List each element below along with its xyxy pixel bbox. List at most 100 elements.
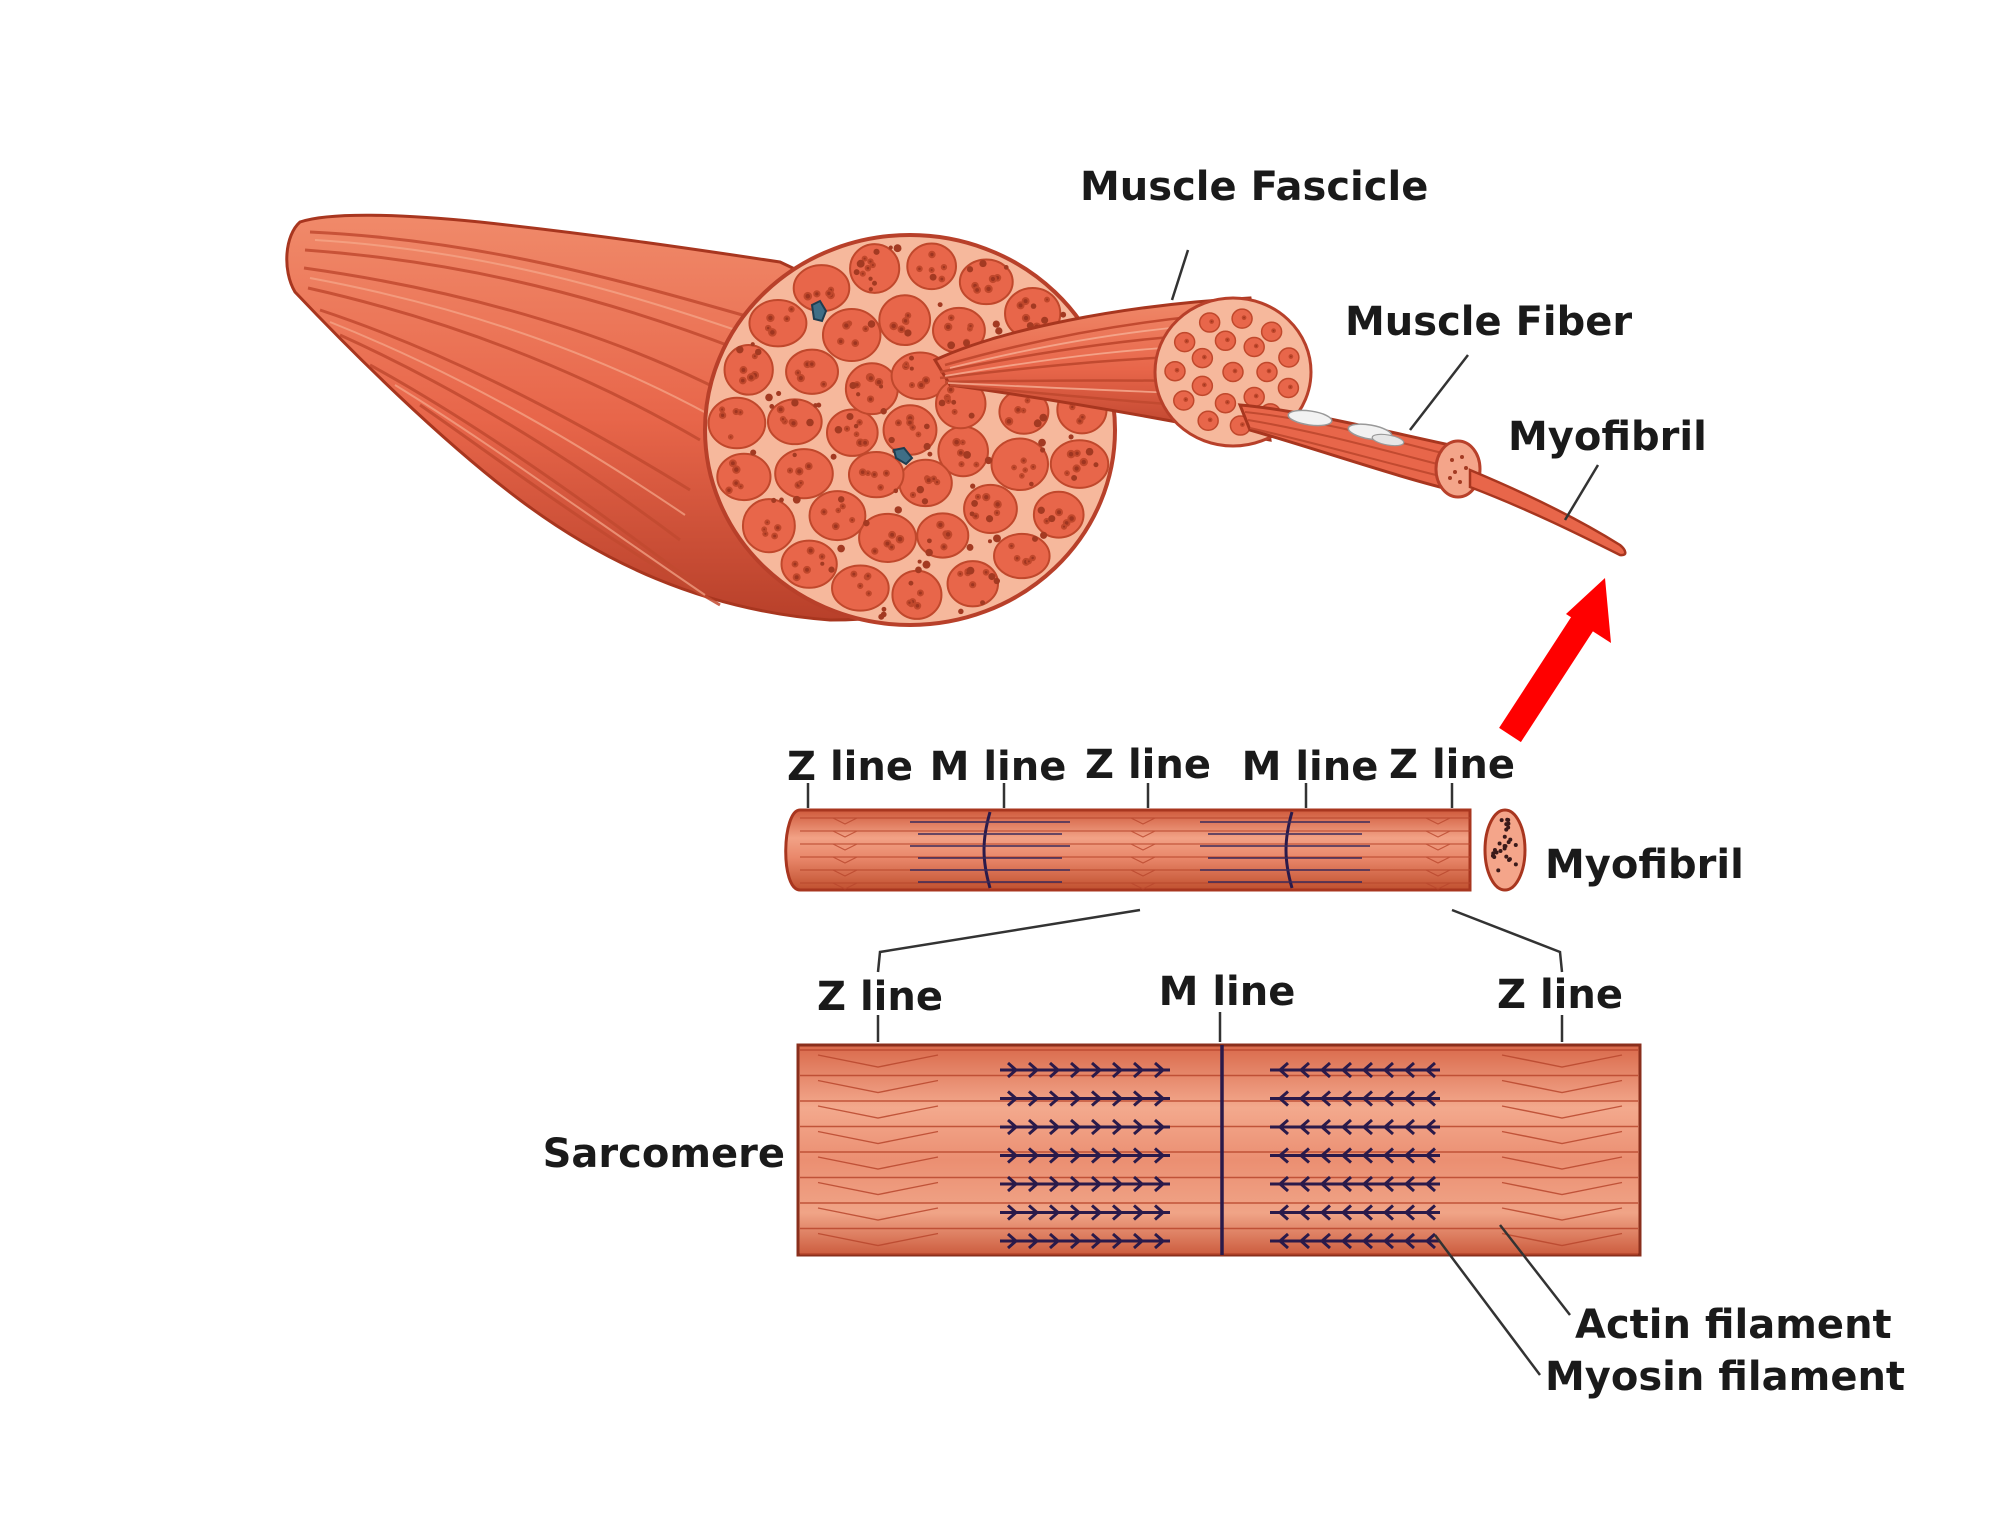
fiber-dot <box>1232 368 1238 374</box>
fiber-dot <box>866 395 875 403</box>
label-sarcomere-m-line: M line <box>1159 969 1296 1015</box>
z-disc-chevron <box>832 882 858 890</box>
myosin-head <box>1340 1090 1352 1107</box>
myosin-head <box>1133 1232 1145 1250</box>
label-myofibril-m-line-1: M line <box>930 744 1067 790</box>
fiber-dot <box>1044 296 1050 303</box>
fiber-dot <box>1021 313 1031 323</box>
myosin-head <box>1112 1204 1124 1221</box>
tissue-dot <box>922 560 931 569</box>
end-dot <box>1507 858 1512 863</box>
label-myofibril-m-line-2: M line <box>1242 744 1379 790</box>
fiber-dot <box>813 290 821 298</box>
myosin-head <box>1112 1147 1124 1164</box>
myofibril-inner-lines <box>800 817 1470 890</box>
tissue-dot <box>1041 316 1049 324</box>
fiber-dot <box>1004 417 1014 426</box>
fiber-dot <box>856 419 863 426</box>
tissue-dot <box>853 269 860 276</box>
fiber-dot <box>993 509 1001 517</box>
fiber-dot <box>1174 367 1180 373</box>
tissue-dot <box>1068 434 1074 440</box>
z-disc-chevron <box>832 843 858 851</box>
fiber-dot <box>1209 319 1215 324</box>
z-disc-chevron <box>1425 843 1451 851</box>
tissue-dot <box>834 425 843 434</box>
myosin-head <box>1070 1090 1082 1107</box>
myosin-head <box>1361 1118 1373 1136</box>
myosin-head <box>1340 1204 1352 1221</box>
fiber-dot <box>909 424 916 431</box>
fiber-dot <box>1008 542 1015 550</box>
myosin-head <box>1382 1147 1394 1164</box>
fiber-dot <box>861 255 868 262</box>
fascicle-bundle <box>1049 439 1110 489</box>
tissue-dot <box>915 566 922 574</box>
fiber-dot <box>857 582 864 589</box>
end-dot <box>1498 849 1503 854</box>
tissue-dot <box>849 382 857 390</box>
z-disc-chevron <box>1130 830 1156 838</box>
myosin-head <box>1091 1175 1103 1193</box>
fiber-dot <box>766 313 775 323</box>
fiber-dot <box>768 328 777 337</box>
fiber-dot <box>803 565 811 574</box>
fiber-dot <box>943 322 953 332</box>
tissue-dot <box>927 451 933 457</box>
tissue-dot <box>894 506 902 514</box>
fiber-dot <box>1240 422 1245 427</box>
fiber-dot <box>943 530 953 539</box>
fiber-dot <box>973 461 980 468</box>
tissue-dot <box>881 606 887 612</box>
fiber-dot <box>738 376 747 385</box>
fiber-dot <box>974 493 982 500</box>
fiber-dot <box>797 479 804 486</box>
myosin-head <box>1049 1147 1061 1164</box>
tissue-dot <box>878 613 885 620</box>
fiber-dot <box>1069 403 1076 411</box>
tissue-dot <box>867 320 876 328</box>
fiber-dot <box>1202 354 1207 360</box>
tissue-dot <box>925 548 933 557</box>
z-disc-chevron <box>1501 1156 1623 1170</box>
tissue-dot <box>868 287 873 292</box>
fiber-dot <box>794 369 802 376</box>
tissue-dot <box>979 259 987 268</box>
label-myofibril-z-line-2: Z line <box>1085 742 1211 788</box>
tissue-dot <box>1040 531 1048 539</box>
tissue-dot <box>904 329 912 337</box>
z-disc-chevron <box>832 830 858 838</box>
tissue-dot <box>909 366 914 371</box>
fiber-dot <box>936 520 945 530</box>
fiber-dot <box>916 589 924 597</box>
end-dot <box>1513 862 1518 867</box>
z-disc-chevron <box>1130 817 1156 825</box>
fiber-dot <box>1184 338 1190 344</box>
fiber-dot <box>761 526 768 533</box>
fiber-dot <box>746 373 756 382</box>
fiber-dot <box>958 461 965 468</box>
tissue-dot <box>837 544 845 553</box>
myosin-head <box>1382 1090 1394 1107</box>
fiber-dot <box>877 484 884 491</box>
fiber-dot <box>916 265 923 273</box>
fiber-dot <box>1019 473 1025 479</box>
myosin-head <box>1424 1147 1436 1164</box>
fascicle-bundle <box>916 512 970 559</box>
z-disc-chevron <box>832 869 858 877</box>
fiber-dot <box>967 322 974 330</box>
tissue-dot <box>929 273 937 281</box>
myosin-head <box>1403 1118 1415 1136</box>
end-dot <box>1506 821 1511 826</box>
fiber-dot <box>1055 508 1064 517</box>
fiber-dot <box>788 305 795 313</box>
tissue-dot <box>1003 265 1009 270</box>
z-disc-chevron <box>1501 1130 1623 1145</box>
tissue-dot <box>1048 515 1056 523</box>
myosin-head <box>1049 1118 1061 1136</box>
label-myofibril-top: Myofibril <box>1508 414 1707 460</box>
fiber-dot <box>803 291 813 301</box>
fiber-dot <box>864 264 872 272</box>
myosin-head <box>1154 1204 1166 1221</box>
label-myofibril-z-line-1: Z line <box>787 744 913 790</box>
